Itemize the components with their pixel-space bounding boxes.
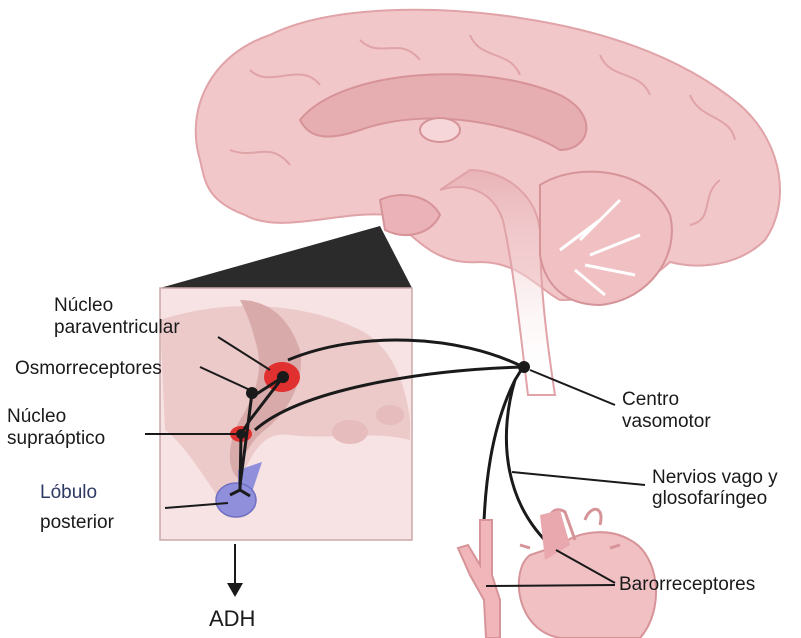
- adh-arrow-head: [227, 583, 243, 597]
- supraoptic-label-line2: supraóptico: [7, 427, 105, 450]
- posterior-lobe-label-line1: Lóbulo: [40, 481, 97, 504]
- osmoreceptors-label: Osmorreceptores: [15, 357, 162, 380]
- posterior-lobe-label-line2: posterior: [40, 511, 114, 534]
- paraventricular-label-line2: paraventricular: [54, 316, 180, 339]
- vasomotor-label-line2: vasomotor: [622, 410, 711, 433]
- thalamus: [420, 118, 460, 142]
- hypothalamus-inset: [160, 288, 412, 540]
- paraventricular-label-line1: Núcleo: [54, 294, 113, 317]
- supraoptic-label-line1: Núcleo: [7, 405, 66, 428]
- baroreceptors-label: Barorreceptores: [619, 573, 755, 596]
- nerves-label-line1: Nervios vago y: [652, 466, 778, 489]
- adh-label: ADH: [209, 607, 255, 630]
- posterior-pituitary: [216, 483, 256, 517]
- carotid-artery: [458, 520, 500, 638]
- mamillary: [376, 405, 404, 425]
- vasomotor-label-line1: Centro: [622, 388, 679, 411]
- zoom-wedge: [160, 226, 412, 288]
- cerebellum: [540, 172, 672, 305]
- nerves-label-line2: glosofaríngeo: [652, 487, 767, 510]
- optic-chiasm: [332, 420, 368, 444]
